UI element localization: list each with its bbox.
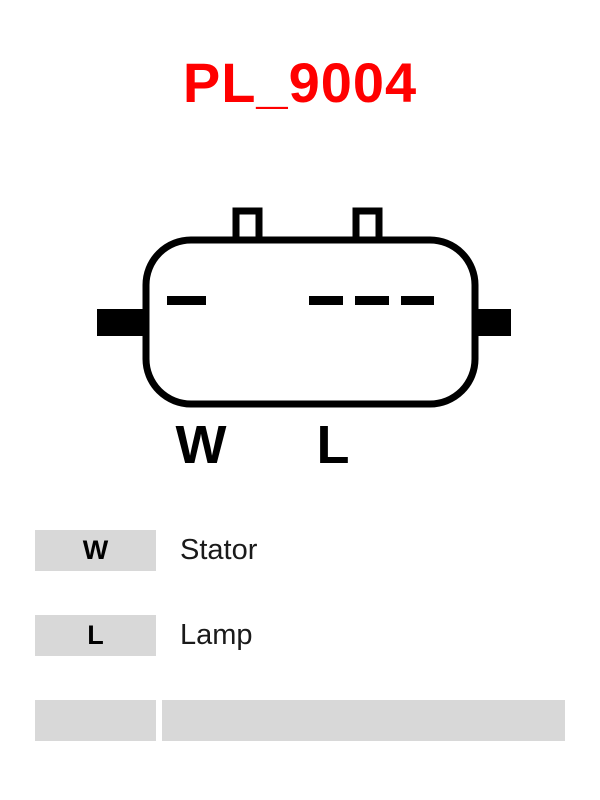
table-row: W Stator: [0, 530, 600, 571]
table-row: [0, 700, 600, 741]
terminal-dash-w: [167, 296, 206, 305]
page-title: PL_9004: [182, 51, 418, 114]
terminal-dash-3: [401, 296, 434, 305]
description-cell: Stator: [162, 530, 565, 571]
pin-cell: W: [35, 530, 156, 571]
description-cell: [162, 700, 565, 741]
pin-cell: [35, 700, 156, 741]
terminal-dash-1: [309, 296, 343, 305]
diagram-terminal-label-w: W: [175, 415, 227, 475]
description-cell: Lamp: [162, 615, 565, 656]
connector-body: [142, 236, 479, 408]
alternator-connector-diagram: [97, 207, 511, 408]
table-row: L Lamp: [0, 615, 600, 656]
diagram-terminal-label-l: L: [316, 415, 350, 475]
terminal-dash-2: [355, 296, 389, 305]
pin-cell: L: [35, 615, 156, 656]
side-tab-left: [97, 309, 149, 336]
